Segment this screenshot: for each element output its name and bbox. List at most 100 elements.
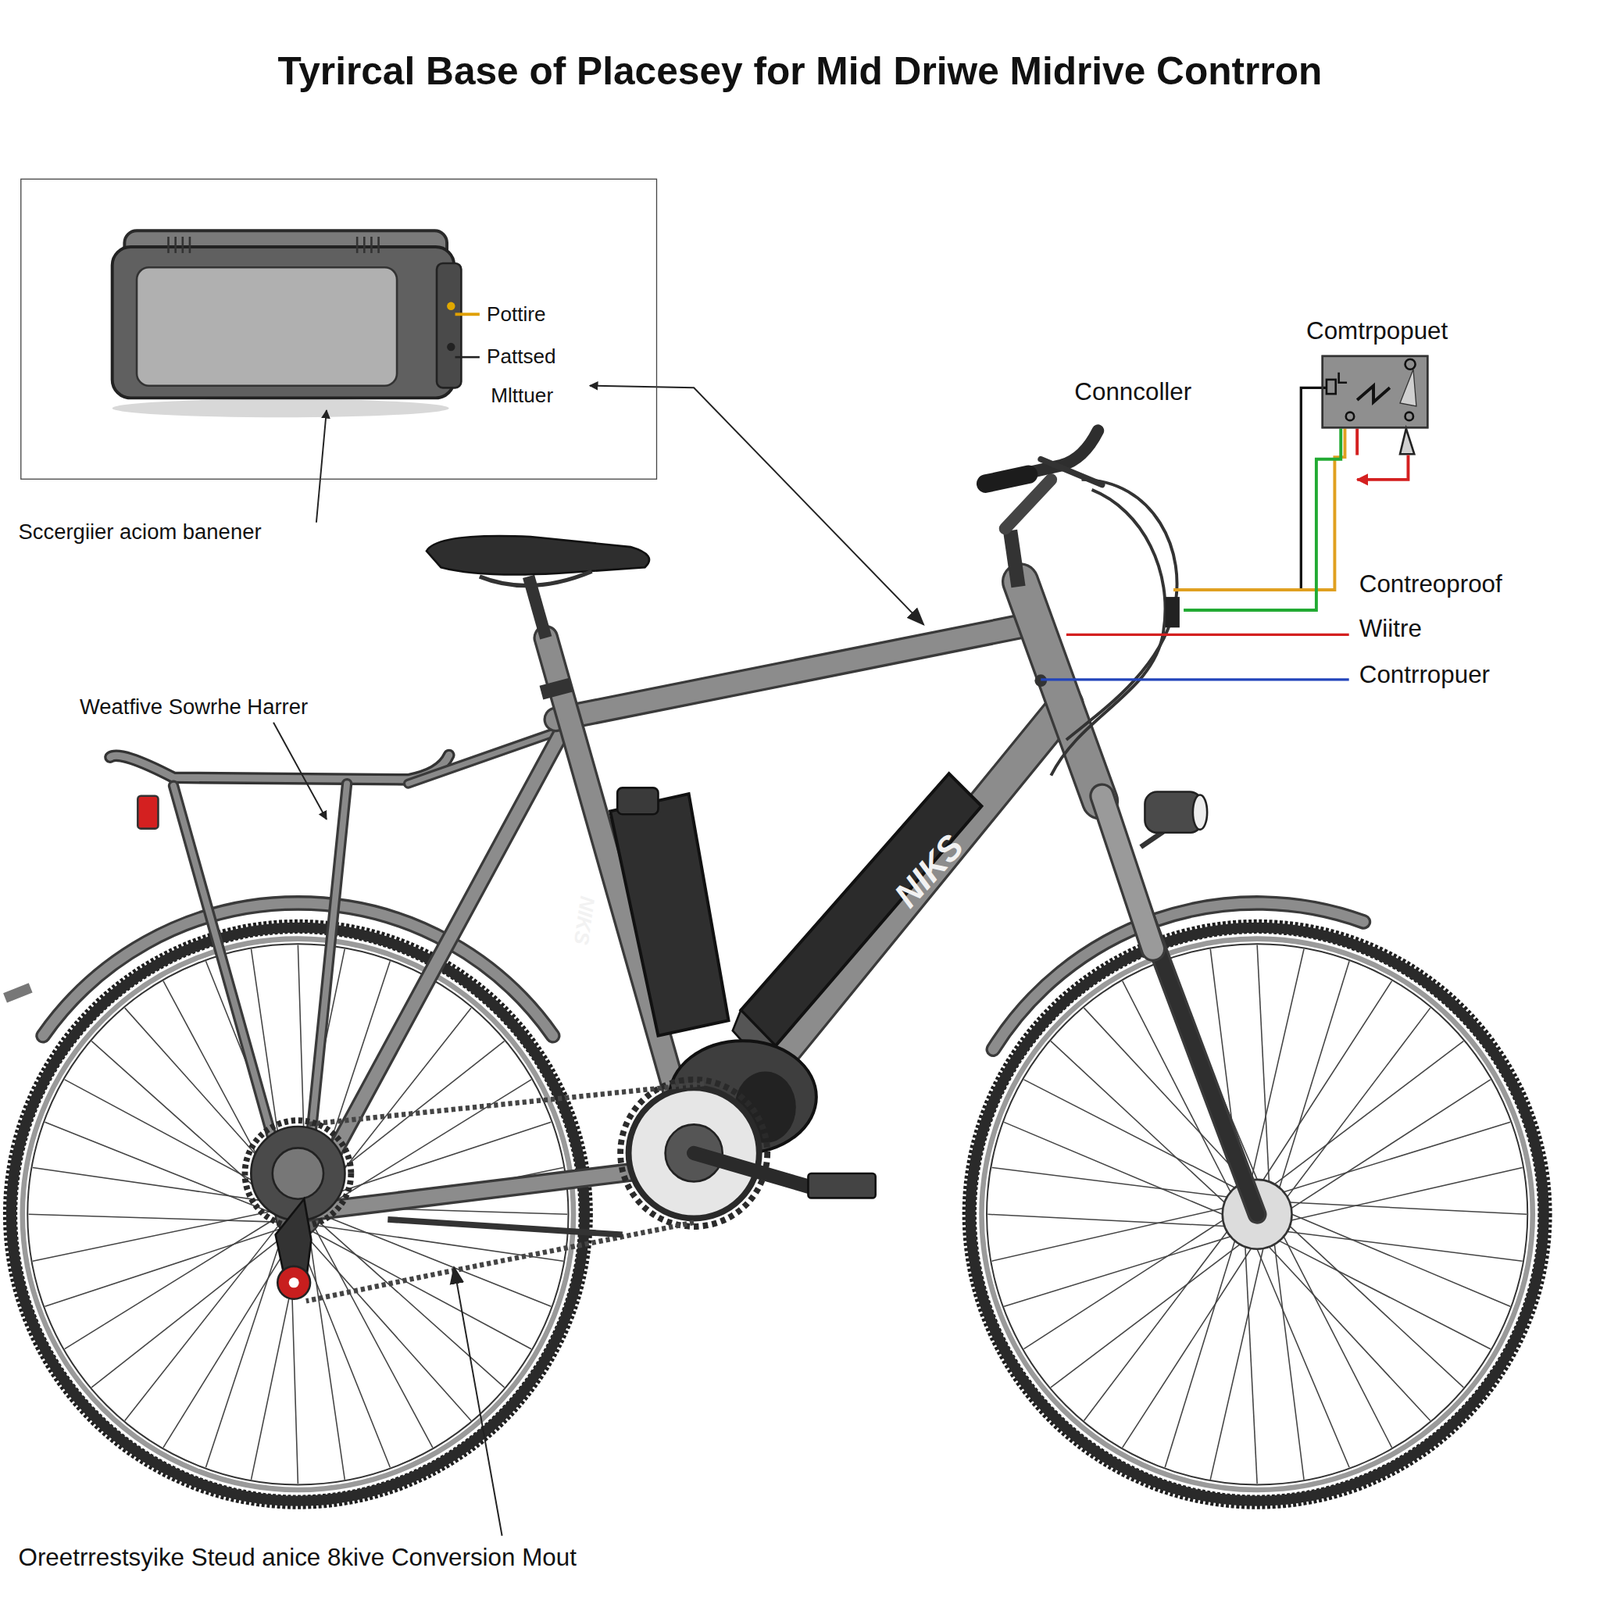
battery-end-cap (436, 263, 461, 388)
cable-connector (1165, 596, 1180, 628)
battery-vent (174, 236, 177, 254)
seat-tube-battery (610, 793, 729, 1036)
battery-clip (617, 787, 658, 815)
battery-vent (370, 236, 373, 254)
spoke (1279, 1240, 1491, 1349)
battery-vent (363, 236, 366, 254)
spoke (309, 1233, 345, 1480)
port-dot (446, 302, 455, 311)
port-lead (455, 312, 480, 316)
spoke (1122, 1248, 1252, 1448)
spoke (1283, 1121, 1511, 1192)
spoke (987, 1214, 1225, 1226)
derailleur-pulley (277, 1266, 311, 1300)
crank-arm (693, 1153, 817, 1190)
spoke (1003, 1121, 1223, 1215)
down-tube (750, 703, 1067, 1092)
controller-plug (1400, 428, 1415, 455)
top-tube-outline (556, 624, 1031, 719)
spoke (1210, 1248, 1264, 1480)
controller-screw (1346, 412, 1354, 421)
wire-yellow (1173, 428, 1345, 590)
spoke (1024, 1220, 1224, 1350)
battery-panel (136, 267, 397, 386)
port-label: Mlttuer (490, 382, 554, 408)
leader-line (589, 385, 924, 625)
spoke (1250, 949, 1304, 1181)
rim (22, 939, 574, 1490)
fender-tip (5, 987, 32, 998)
saddle-rail (479, 571, 593, 586)
box-heading: Comtrpopuet (1252, 316, 1503, 347)
leader-line (273, 722, 327, 820)
cable (1066, 479, 1178, 740)
saddle (426, 535, 650, 575)
controller-fill (1321, 355, 1429, 429)
spoke (44, 1121, 275, 1215)
leader-line (453, 1267, 502, 1536)
head-tube (1020, 581, 1100, 801)
port-label: Pattsed (486, 343, 557, 368)
seat-stay-outline (306, 714, 572, 1204)
wire-label: Wiitre (1359, 614, 1422, 644)
port-label: Pottire (486, 302, 547, 327)
controller-box: Comtrpopuet (1321, 355, 1429, 429)
spoke (312, 1231, 532, 1349)
controller-zigzag (1357, 385, 1390, 403)
spoke (1050, 1244, 1240, 1388)
wire-label: Contreoproof (1359, 569, 1503, 600)
port-lead (455, 356, 480, 359)
rear-fender (42, 903, 554, 1036)
battery-vent (377, 236, 380, 254)
head-tube-outline (1020, 581, 1100, 801)
wire-red (1066, 633, 1350, 636)
spoke (1291, 1167, 1523, 1221)
frame-logo: NIKS (568, 894, 600, 947)
spoke (44, 1228, 281, 1307)
seat-clamp (539, 678, 574, 700)
controller-screw (1405, 412, 1414, 421)
callout-label: Weatfive Sowrhe Harrer (79, 693, 308, 720)
light-bracket (1140, 831, 1164, 847)
controller-screw (1405, 359, 1416, 370)
battery-shadow (112, 399, 450, 418)
controller-mark (1400, 369, 1417, 407)
spoke (32, 1167, 279, 1203)
down-tube-battery (740, 773, 982, 1047)
seat-stay (306, 714, 572, 1204)
rear-rack (110, 755, 450, 780)
battery-vent (181, 236, 184, 254)
rim (27, 943, 568, 1485)
callout-label: Sccergiier aciom banener (18, 518, 262, 545)
wire-green (1183, 428, 1341, 611)
down-tube-outline (750, 703, 1067, 1092)
controller-mark (1339, 372, 1347, 383)
fork-outline (1100, 796, 1258, 1215)
spoke (1263, 981, 1393, 1181)
spoke (1292, 1214, 1511, 1307)
wire-red (1357, 455, 1408, 480)
port-dot (446, 342, 455, 351)
leader-line (316, 410, 327, 523)
grip (985, 474, 1029, 484)
spoke (318, 1221, 504, 1388)
spoke (314, 1228, 433, 1448)
spoke (1274, 1041, 1464, 1185)
wire-label: Contrropuer (1359, 660, 1490, 690)
headlight-lens (1192, 794, 1208, 829)
rear-rack (110, 755, 450, 780)
spoke (28, 1214, 278, 1222)
battery-body (112, 246, 455, 398)
cassette (272, 1147, 324, 1199)
battery-vent (189, 236, 192, 254)
cable (1050, 489, 1165, 776)
diagram-title: Tyrircal Base of Placesey for Mid Driwe … (0, 49, 1600, 97)
tire (10, 926, 586, 1503)
pulley-center (289, 1277, 300, 1288)
chain (306, 1222, 694, 1302)
pedal (807, 1173, 875, 1198)
spoke (1003, 1236, 1231, 1307)
stem (1010, 530, 1018, 587)
callout-label: Oreetrrestsyike Steud anice 8kive Conver… (18, 1542, 577, 1573)
